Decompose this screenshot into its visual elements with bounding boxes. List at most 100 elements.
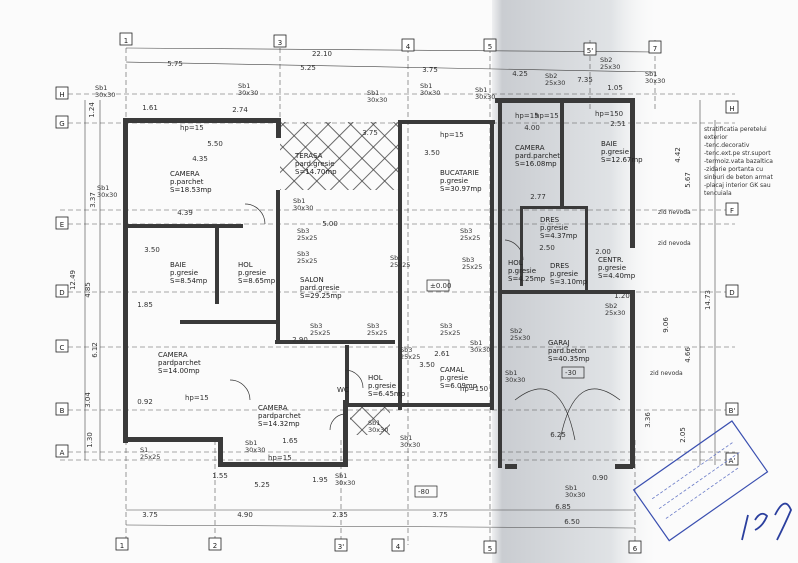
grid-axis-marker [725,100,739,114]
room-name: CENTR. [598,256,624,264]
dimension-label: 3.36 [644,412,652,428]
door-swing [514,388,576,441]
column-size: 25x25 [440,329,460,337]
sill-height-label: hp=15 [185,394,209,402]
column-code: Sb3 [462,256,474,264]
door-swing [344,369,364,389]
column-code: Sb1 [335,472,347,480]
grid-axis-label: E [60,221,64,229]
column-code: Sb2 [605,302,617,310]
dimension-line [125,47,656,53]
column-code: Sb1 [245,439,257,447]
dimension-label: 12.49 [69,270,77,290]
dimension-label: 3.75 [362,129,378,137]
wall [343,400,348,467]
wall [495,98,635,103]
sill-height-label: hp=150 [595,110,623,118]
dimension-label: 7.35 [577,76,593,84]
grid-axis-label: G [59,120,64,128]
column-code: Sb1 [293,197,305,205]
room-name: HOL [238,261,253,269]
column-code: Sb3 [297,250,309,258]
column-size: 25x25 [140,453,160,461]
dimension-label: 5.50 [207,140,223,148]
column-size: 25x25 [460,234,480,242]
room-floor: p.gresie [368,382,396,390]
column-code: Sb1 [565,484,577,492]
column-size: 30x30 [368,426,388,434]
column-code: Sb2 [545,72,557,80]
column-code: Sb1 [645,70,657,78]
column-code: Sb3 [460,227,472,235]
room-floor: p.gresie [550,270,578,278]
room-area: S=4.37mp [540,232,578,240]
grid-axis-marker [483,38,497,52]
dimension-label: 6.25 [550,431,566,439]
wall-note: zid nevoda [650,370,683,377]
grid-axis-label: 5' [587,47,593,55]
dimension-label: 3.37 [89,192,97,208]
dimension-label: 4.35 [192,155,208,163]
grid-axis-label: 1 [124,37,128,45]
dimension-label: 3.50 [419,361,435,369]
grid-axis-marker [55,86,69,100]
grid-axis-label: A [60,449,65,457]
grid-axis-marker [55,339,69,353]
dimension-label: 4.66 [684,347,692,363]
grid-axis-marker [55,216,69,230]
dimension-label: 1.55 [212,472,228,480]
column-size: 25x30 [545,79,565,87]
wall [520,206,523,286]
room-floor: p.gresie [540,224,568,232]
room-area: S=6.09mp [440,382,478,390]
wall-note: zid nevoda [658,209,691,216]
sill-height-label: hp=15 [515,112,539,120]
column-code: Sb1 [400,434,412,442]
grid-axis-marker [725,402,739,416]
column-code: Sb3 [310,322,322,330]
column-code: Sb1 [238,82,250,90]
column-size: 25x25 [367,329,387,337]
room-area: S=14.70mp [295,168,337,176]
dimension-label: 2.90 [292,336,308,344]
column-code: Sb3 [367,322,379,330]
grid-axis-label: H [729,105,734,113]
grid-axis-marker [391,538,405,552]
grid-axis-marker [55,284,69,298]
wall-note: zid nevoda [658,240,691,247]
dimension-label: 4.25 [512,70,528,78]
dimension-label: 4.42 [674,147,682,163]
column-size: 30x30 [293,204,313,212]
room-name: DRES [550,262,570,270]
wall-legend-line: sinburi de beton armat [704,174,773,181]
room-floor: p.parchet [170,178,204,186]
column-size: 30x30 [400,441,420,449]
room-area: S=8.65mp [238,277,276,285]
dimension-label: 5.75 [167,60,183,68]
column-size: 30x30 [470,346,490,354]
room-name: CAMERA [258,404,288,412]
room-name: GARAJ [548,339,570,347]
dimension-label: 3.50 [144,246,160,254]
wall-legend-line: -placaj interior GK sau [704,182,771,189]
dimension-label: 14.73 [704,290,712,310]
